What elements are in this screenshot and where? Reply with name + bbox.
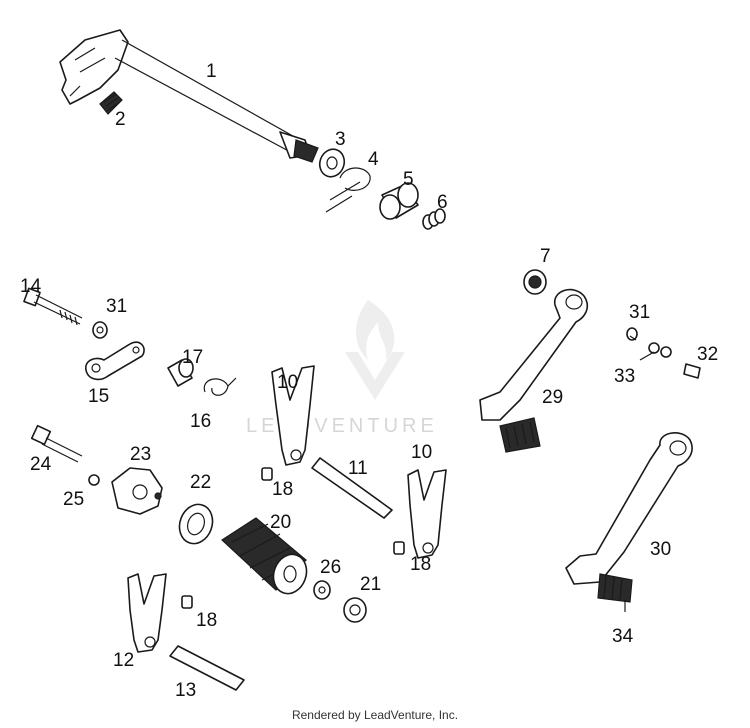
callout-18a: 18	[272, 479, 293, 500]
callout-15: 15	[88, 386, 109, 407]
part-3-washer[interactable]	[316, 146, 348, 181]
part-22-seal[interactable]	[174, 500, 218, 549]
part-21-bearing[interactable]	[343, 597, 367, 623]
part-30-kickstart-lever[interactable]	[565, 432, 693, 603]
part-18-pin-b[interactable]	[393, 541, 405, 555]
callout-22: 22	[190, 472, 211, 493]
callout-24: 24	[30, 454, 52, 475]
part-20-shift-drum[interactable]	[221, 517, 312, 598]
part-24-bolt[interactable]	[30, 424, 83, 463]
watermark-text: LEADVENTURE	[246, 415, 438, 437]
part-18-pin-a[interactable]	[261, 467, 273, 481]
footer-credit: Rendered by LeadVenture, Inc.	[291, 708, 459, 722]
part-10-shift-fork-right[interactable]	[407, 469, 447, 559]
callout-21: 21	[360, 574, 381, 595]
callout-10b: 10	[411, 442, 432, 463]
part-25-screw[interactable]	[88, 474, 100, 486]
callout-16: 16	[190, 411, 211, 432]
callout-7: 7	[540, 246, 551, 267]
part-4-circlip[interactable]	[325, 167, 371, 213]
callout-labels: 1 2 3 4 5 6 7 10 10 11 12 13 14 15 16 17…	[20, 61, 718, 701]
callout-17: 17	[182, 347, 203, 368]
callout-6: 6	[437, 192, 448, 213]
part-18-pin-c[interactable]	[181, 595, 193, 609]
callout-31b: 31	[629, 302, 650, 323]
leader-lines	[624, 335, 655, 612]
callout-1: 1	[206, 61, 217, 82]
part-13-fork-shaft[interactable]	[169, 645, 245, 691]
part-11-fork-shaft[interactable]	[311, 457, 393, 519]
callout-10a: 10	[277, 372, 298, 393]
part-15-plate[interactable]	[85, 341, 145, 381]
callout-26: 26	[320, 557, 341, 578]
part-6-seal[interactable]	[422, 208, 446, 230]
callout-34: 34	[612, 626, 634, 647]
callout-25: 25	[63, 489, 84, 510]
callout-5: 5	[403, 169, 414, 190]
callout-33: 33	[614, 366, 635, 387]
callout-29: 29	[542, 387, 563, 408]
callout-3: 3	[335, 129, 346, 150]
callout-23: 23	[130, 444, 151, 465]
callout-31a: 31	[106, 296, 127, 317]
part-26-washer[interactable]	[313, 580, 331, 600]
part-10-shift-fork-upper[interactable]	[271, 365, 315, 466]
callout-13: 13	[175, 680, 196, 701]
leadventure-logo-watermark	[345, 300, 405, 400]
callout-18c: 18	[196, 610, 217, 631]
part-14-bolt[interactable]	[23, 287, 83, 326]
part-23-shift-star[interactable]	[111, 467, 163, 515]
part-5-bushing[interactable]	[379, 182, 419, 220]
callout-14: 14	[20, 276, 42, 297]
part-31-washer-right[interactable]	[626, 327, 638, 341]
callout-2: 2	[115, 109, 126, 130]
part-1-shift-shaft[interactable]	[59, 29, 319, 163]
callout-12: 12	[113, 650, 134, 671]
part-7-bushing[interactable]	[523, 269, 547, 295]
part-16-spring[interactable]	[203, 377, 237, 396]
part-29-shift-lever[interactable]	[479, 288, 589, 453]
part-12-shift-fork-lower[interactable]	[127, 573, 167, 653]
callout-32: 32	[697, 344, 718, 365]
callout-18b: 18	[410, 554, 431, 575]
part-33-nut[interactable]	[648, 342, 672, 358]
callout-11: 11	[348, 458, 368, 479]
part-17-collar[interactable]	[167, 358, 194, 387]
part-31-washer-left[interactable]	[92, 321, 108, 339]
callout-4: 4	[368, 149, 379, 170]
part-32-bolt[interactable]	[683, 363, 701, 379]
callout-20: 20	[270, 512, 291, 533]
callout-30: 30	[650, 539, 671, 560]
part-2-spring[interactable]	[99, 91, 123, 115]
